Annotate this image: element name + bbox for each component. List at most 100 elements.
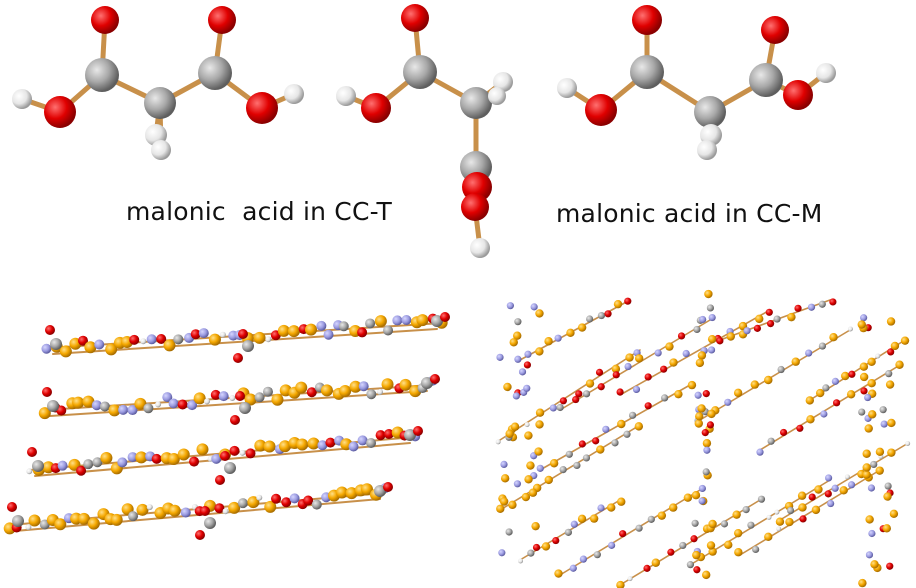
- nitrogen-atom: [127, 452, 138, 463]
- hydrogen-atom: [495, 439, 501, 445]
- carbon-atom: [383, 325, 394, 336]
- carbon-atom: [366, 389, 377, 400]
- carbon-atom: [611, 439, 619, 447]
- nitrogen-atom: [348, 441, 359, 452]
- carbon-atom: [92, 457, 103, 468]
- oxygen-atom: [230, 415, 240, 425]
- sulfur-atom: [665, 342, 674, 351]
- carbon-atom: [404, 429, 416, 441]
- bond: [699, 329, 851, 421]
- sulfur-atom: [535, 309, 544, 318]
- nitrogen-atom: [864, 393, 872, 402]
- sulfur-atom: [611, 364, 621, 374]
- carbon-atom: [818, 300, 826, 308]
- nitrogen-atom: [168, 398, 179, 409]
- carbon-atom: [85, 58, 119, 92]
- carbon-atom: [884, 482, 892, 490]
- oxygen-atom: [430, 374, 440, 384]
- sulfur-atom: [889, 509, 899, 518]
- carbon-atom: [635, 524, 643, 532]
- sulfur-atom: [805, 396, 815, 405]
- nitrogen-atom: [682, 349, 690, 358]
- oxygen-atom: [76, 465, 87, 476]
- sulfur-atom: [829, 333, 838, 342]
- nitrogen-atom: [218, 391, 229, 402]
- sulfur-atom: [535, 420, 544, 429]
- oxygen-atom: [644, 402, 652, 410]
- sulfur-atom: [859, 372, 869, 382]
- carbon-atom: [564, 528, 572, 536]
- sulfur-atom: [399, 378, 412, 391]
- sulfur-atom: [726, 332, 735, 341]
- nitrogen-atom: [707, 346, 716, 354]
- hydrogen-atom: [847, 326, 853, 332]
- sulfur-atom: [787, 312, 796, 322]
- sulfur-atom: [862, 470, 871, 479]
- nitrogen-atom: [805, 349, 813, 357]
- sulfur-atom: [278, 440, 291, 453]
- carbon-atom: [767, 437, 775, 445]
- sulfur-atom: [253, 331, 266, 344]
- oxygen-atom: [78, 335, 89, 346]
- nitrogen-atom: [117, 457, 128, 468]
- sulfur-atom: [687, 380, 697, 390]
- oxygen-atom: [215, 475, 225, 485]
- sulfur-atom: [77, 512, 90, 525]
- nitrogen-atom: [807, 303, 816, 311]
- malonic-acid-twisted-molecule: [336, 4, 513, 258]
- oxygen-atom: [716, 337, 724, 345]
- bond: [559, 319, 711, 411]
- sulfur-atom: [669, 358, 678, 367]
- carbon-atom: [32, 460, 44, 472]
- sulfur-atom: [708, 519, 717, 529]
- carbon-atom: [757, 495, 766, 503]
- hydrogen-atom: [265, 336, 272, 343]
- carbon-atom: [623, 430, 631, 438]
- oxygen-atom: [677, 332, 686, 340]
- sulfur-atom: [775, 517, 785, 526]
- sulfur-atom: [846, 390, 856, 399]
- carbon-atom: [144, 87, 176, 119]
- nitrogen-atom: [865, 551, 874, 559]
- nitrogen-atom: [554, 334, 562, 342]
- carbon-atom: [83, 459, 94, 470]
- nitrogen-atom: [880, 420, 888, 428]
- nitrogen-atom: [703, 446, 711, 454]
- sulfur-atom: [521, 492, 531, 502]
- oxygen-atom: [214, 503, 225, 514]
- carbon-atom: [143, 403, 154, 414]
- sulfur-atom: [544, 475, 553, 485]
- sulfur-atom: [271, 393, 284, 406]
- nitrogen-atom: [392, 315, 403, 326]
- sulfur-atom: [695, 358, 705, 368]
- oxygen-atom: [357, 327, 368, 338]
- sulfur-atom: [135, 451, 148, 464]
- sulfur-atom: [764, 532, 773, 542]
- hydrogen-atom: [905, 440, 911, 446]
- carbon-atom: [204, 517, 216, 529]
- oxygen-atom: [794, 304, 802, 312]
- sulfur-atom: [500, 474, 510, 483]
- sulfur-atom: [193, 392, 206, 405]
- sulfur-atom: [814, 485, 823, 494]
- oxygen-atom: [200, 506, 210, 516]
- carbon-atom: [573, 461, 581, 470]
- sulfur-atom: [509, 338, 518, 347]
- oxygen-atom: [281, 497, 292, 508]
- sulfur-atom: [208, 333, 221, 346]
- nitrogen-atom: [654, 349, 662, 357]
- oxygen-atom: [238, 329, 248, 339]
- sulfur-atom: [526, 461, 535, 470]
- sulfur-atom: [895, 360, 904, 369]
- sulfur-atom: [651, 558, 661, 567]
- nitrogen-atom: [401, 314, 412, 325]
- sulfur-atom: [607, 503, 616, 512]
- sulfur-atom: [38, 407, 51, 420]
- carbon-atom: [661, 394, 669, 402]
- oxygen-atom: [860, 387, 868, 395]
- carbon-atom: [50, 338, 62, 350]
- sulfur-atom: [345, 487, 358, 500]
- carbon-atom: [720, 520, 729, 528]
- nitrogen-atom: [608, 541, 616, 549]
